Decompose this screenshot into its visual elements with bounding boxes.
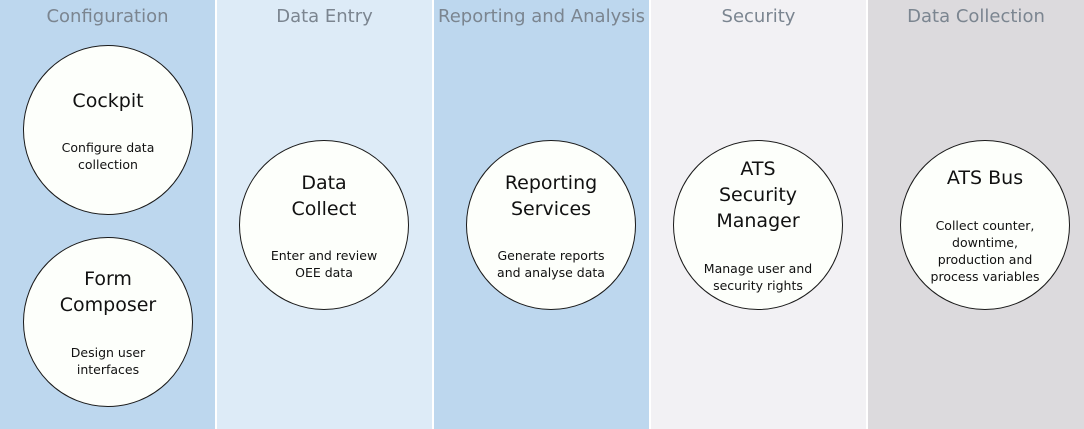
column-data-collection: Data Collection ATS Bus Collect counter,… (868, 0, 1084, 429)
column-title-configuration: Configuration (46, 6, 169, 27)
bubble-data-collect: Data Collect Enter and review OEE data (239, 140, 409, 310)
bubble-form-composer-title: Form Composer (59, 268, 157, 316)
bubble-reporting-services-title: Reporting Services (504, 172, 598, 220)
bubble-form-composer-desc: Design user interfaces (70, 345, 146, 377)
bubble-ats-bus-title: ATS Bus (946, 167, 1024, 189)
bubble-reporting-services-desc: Generate reports and analyse data (497, 248, 605, 280)
bubble-data-collect-desc: Enter and review OEE data (270, 248, 378, 280)
bubble-data-collect-title: Data Collect (291, 172, 357, 220)
column-reporting-analysis: Reporting and Analysis Reporting Service… (434, 0, 651, 429)
bubble-ats-bus-desc: Collect counter, downtime, production an… (930, 218, 1040, 284)
column-security: Security ATS Security Manager Manage use… (651, 0, 868, 429)
column-title-data-collection: Data Collection (907, 6, 1045, 27)
bubble-cockpit-title: Cockpit (72, 90, 144, 112)
bubble-ats-security-manager-title: ATS Security Manager (716, 158, 800, 232)
bubble-ats-security-manager-desc: Manage user and security rights (703, 261, 813, 293)
column-title-data-entry: Data Entry (276, 6, 373, 27)
bubble-form-composer: Form Composer Design user interfaces (23, 237, 193, 407)
column-title-security: Security (721, 6, 796, 27)
bubble-reporting-services: Reporting Services Generate reports and … (466, 140, 636, 310)
column-title-reporting-analysis: Reporting and Analysis (438, 6, 645, 27)
column-configuration: Configuration Cockpit Configure data col… (0, 0, 217, 429)
bubble-cockpit-desc: Configure data collection (61, 140, 155, 172)
bubble-cockpit: Cockpit Configure data collection (23, 45, 193, 215)
bubble-ats-security-manager: ATS Security Manager Manage user and sec… (673, 140, 843, 310)
column-data-entry: Data Entry Data Collect Enter and review… (217, 0, 434, 429)
bubble-ats-bus: ATS Bus Collect counter, downtime, produ… (900, 140, 1070, 310)
